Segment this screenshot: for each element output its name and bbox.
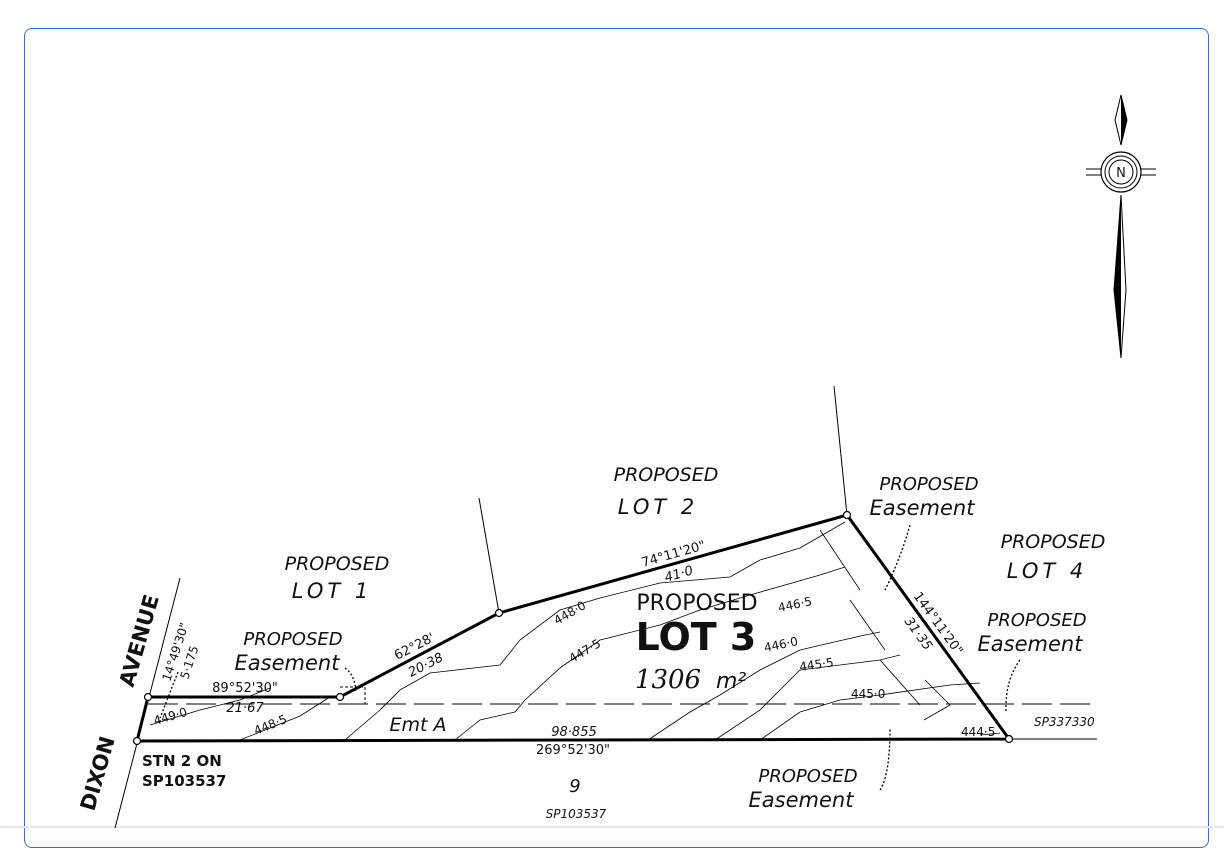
lot-2-name: LOT 2 [618,495,698,519]
compass-north-label: N [1116,166,1126,181]
contour-label: 445·5 [798,655,834,674]
lot-divider-line [478,497,500,614]
easement-label: Easement [749,788,855,812]
lot-1-prefix: PROPOSED [285,553,390,575]
contour-label: 448·0 [552,598,589,627]
lot-2-prefix: PROPOSED [614,464,719,486]
easement-label: Easement [870,496,976,520]
distance-label: 98·855 [551,725,597,740]
contour-label: 449·0 [152,705,189,728]
lot-3-prefix: PROPOSED [636,591,757,616]
station-plan-label: SP103537 [142,772,226,790]
easement-prefix: PROPOSED [243,629,342,650]
distance-label: 21·67 [226,701,264,716]
lot-3-area: 1306 [635,665,701,695]
neighbour-lot-label: 9 [569,776,580,797]
easement-label: Easement [978,632,1084,656]
contour-label: 445·0 [851,687,885,701]
survey-plan: N AVENUE DIXON PROPOSED LOT 1 PROPO [76,94,1156,828]
lot-4-name: LOT 4 [1007,559,1087,583]
contour-label: 444·5 [961,725,995,739]
lot-4-prefix: PROPOSED [1001,531,1106,553]
neighbour-plan-label: SP103537 [546,807,607,821]
contour-lines [149,521,1001,741]
street-name-avenue: AVENUE [115,592,164,689]
lot-3-boundary [135,513,1012,743]
easement-prefix: PROPOSED [879,474,978,495]
easement-prefix: PROPOSED [758,766,857,787]
easement-a-label: Emt A [390,714,447,736]
easement-label: Easement [235,651,341,675]
sp-reference-label: SP337330 [1034,715,1095,729]
contour-label: 447·5 [567,636,604,665]
lot-1-name: LOT 1 [292,579,372,603]
bearing-label: 74°11'20" [640,538,707,571]
contour-label: 446·5 [777,594,814,615]
easement-prefix: PROPOSED [987,610,1086,631]
station-label: STN 2 ON [142,752,222,770]
street-name-dixon: DIXON [76,734,120,814]
bearing-label: 89°52'30" [212,681,278,696]
lot-3-name: LOT 3 [636,615,757,659]
north-arrow-icon: N [1086,94,1156,359]
lot-3-area-unit: m² [716,669,746,694]
survey-marks [132,510,1014,746]
bearing-label: 269°52'30" [536,743,610,758]
lot-divider-line [833,385,848,516]
contour-label: 446·0 [763,634,800,655]
bottom-scroll-strip [0,826,1224,828]
